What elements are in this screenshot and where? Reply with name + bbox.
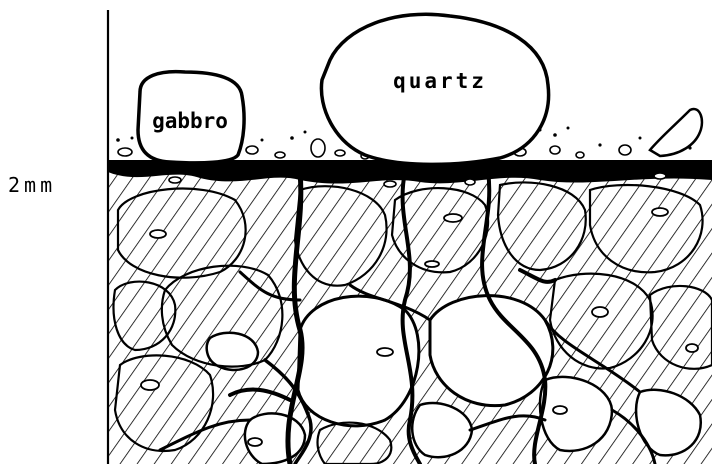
grain-layer — [108, 172, 712, 464]
quartz-label: quartz — [393, 69, 487, 93]
quartz-clast: quartz — [321, 14, 548, 164]
small-pebble — [650, 109, 702, 156]
gabbro-clast: gabbro — [138, 72, 244, 163]
scale-label: 2mm — [8, 173, 56, 197]
gabbro-label: gabbro — [152, 109, 228, 133]
